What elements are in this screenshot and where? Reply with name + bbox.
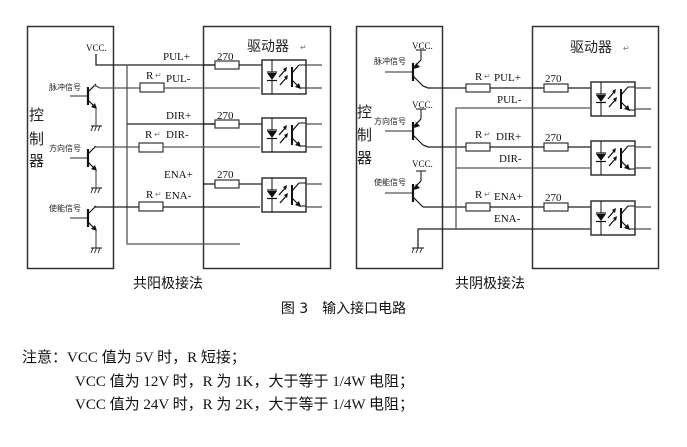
npn-transistor-icon (68, 204, 104, 255)
vcc-label: VCC. (412, 159, 433, 169)
pin-label-ena-plus: ENA+ (164, 169, 193, 181)
resistor-value-label: 270 (217, 110, 234, 122)
pin-label-ena-minus: ENA- (165, 190, 192, 202)
pin-label-dir-minus: DIR- (499, 153, 522, 165)
svg-text:R: R (475, 71, 483, 83)
resistor-value-label: 270 (217, 169, 234, 181)
svg-text:↵: ↵ (155, 190, 162, 199)
note-line: VCC 值为 12V 时，R 为 1K，大于等于 1/4W 电阻； (75, 373, 415, 390)
series-resistor: R ↵ (139, 70, 260, 93)
pin-label-pul-plus: PUL+ (494, 72, 521, 84)
driver-channel-pul: 270 (543, 73, 651, 117)
signal-label-direction: 方向信号 (49, 143, 81, 153)
driver-channel-dir: 270 (214, 110, 322, 153)
pin-label-ena-plus: ENA+ (494, 191, 523, 203)
driver-channel-ena: 270 (543, 192, 651, 236)
svg-text:R: R (145, 129, 153, 141)
pin-label-pul-minus: PUL- (166, 73, 191, 85)
ground-bus (417, 228, 590, 248)
resistor-value-label: 270 (217, 51, 234, 63)
pin-label-ena-minus: ENA- (494, 213, 521, 225)
figure-title: 图 3 输入接口电路 (280, 301, 407, 317)
driver-channel-ena: 270 (214, 169, 322, 213)
vcc-label: VCC. (412, 41, 433, 51)
optocoupler-icon (261, 117, 307, 153)
note-line: VCC 值为 24V 时，R 为 2K，大于等于 1/4W 电阻； (75, 397, 415, 413)
optocoupler-icon (261, 59, 307, 95)
pin-label-pul-plus: PUL+ (163, 51, 190, 63)
driver-title: 驱动器 (247, 39, 289, 55)
resistor-value-label: 270 (545, 73, 562, 85)
controller-label-char: 制 (29, 130, 44, 148)
svg-text:↵: ↵ (484, 190, 491, 199)
pin-label-dir-plus: DIR+ (166, 110, 191, 122)
svg-text:R: R (146, 189, 154, 201)
svg-text:↵: ↵ (484, 72, 491, 81)
caption-common-anode: 共阳极接法 (133, 276, 203, 292)
vcc-wire (95, 54, 240, 66)
controller-label-char: 控 (29, 106, 44, 124)
driver-resistor (543, 83, 569, 93)
svg-text:R: R (475, 189, 483, 201)
driver-channel-dir: 270 (543, 132, 651, 176)
signal-label-pulse: 脉冲信号 (374, 56, 406, 66)
signal-label-enable: 使能信号 (49, 203, 81, 213)
pnp-transistor-icon (383, 169, 428, 209)
svg-text:R: R (146, 70, 154, 82)
series-resistor: R ↵ (138, 189, 260, 212)
vcc-label: VCC. (412, 100, 433, 110)
note-prefix: 注意： (22, 350, 68, 366)
series-resistor: R ↵ (465, 71, 544, 93)
series-resistor: R ↵ (465, 129, 544, 152)
ground-icon (411, 247, 425, 254)
npn-transistor-icon (68, 144, 104, 195)
optocoupler-icon (590, 140, 636, 176)
note-line: 注意：VCC 值为 5V 时，R 短接； (22, 350, 246, 366)
controller-label-char: 制 (357, 126, 372, 144)
driver-resistor (543, 202, 569, 212)
signal-label-pulse: 脉冲信号 (49, 82, 81, 92)
driver-resistor (214, 119, 240, 129)
common-cathode-diagram: 控 制 器 VCC. 脉冲信号 VCC. 方向信号 VCC. 使能信号 R ↵ … (355, 25, 660, 270)
series-resistor: R ↵ (138, 129, 260, 153)
optocoupler-icon (590, 200, 636, 236)
pin-label-dir-plus: DIR+ (496, 131, 521, 143)
driver-title: 驱动器 (570, 40, 612, 56)
pin-label-dir-minus: DIR- (166, 129, 189, 141)
optocoupler-icon (590, 81, 636, 117)
caption-common-cathode: 共阴极接法 (455, 276, 525, 292)
driver-resistor (543, 142, 569, 152)
pin-label-pul-minus: PUL- (497, 94, 522, 106)
signal-label-direction: 方向信号 (374, 116, 406, 126)
pnp-transistor-icon (383, 107, 428, 147)
series-resistor: R ↵ (465, 189, 544, 212)
controller-label-char: 器 (29, 152, 44, 170)
svg-text:R: R (475, 129, 483, 141)
controller-label-char: 控 (357, 103, 372, 121)
driver-resistor (214, 179, 240, 189)
notes: 注意：VCC 值为 5V 时，R 短接； VCC 值为 12V 时，R 为 1K… (22, 347, 414, 418)
driver-resistor (214, 60, 240, 70)
optocoupler-icon (261, 177, 307, 213)
vcc-label: VCC. (86, 43, 107, 53)
svg-text:↵: ↵ (300, 43, 307, 52)
resistor-value-label: 270 (545, 132, 562, 144)
controller-label-char: 器 (357, 149, 372, 167)
svg-text:↵: ↵ (623, 44, 630, 53)
pnp-transistor-icon (383, 48, 428, 88)
signal-label-enable: 使能信号 (374, 177, 406, 187)
svg-text:↵: ↵ (484, 130, 491, 139)
svg-text:↵: ↵ (155, 71, 162, 80)
common-anode-diagram: 控 制 器 VCC. 脉冲信号 方向信号 使能信号 R ↵ R ↵ (26, 25, 332, 270)
resistor-value-label: 270 (545, 192, 562, 204)
svg-text:↵: ↵ (154, 130, 161, 139)
